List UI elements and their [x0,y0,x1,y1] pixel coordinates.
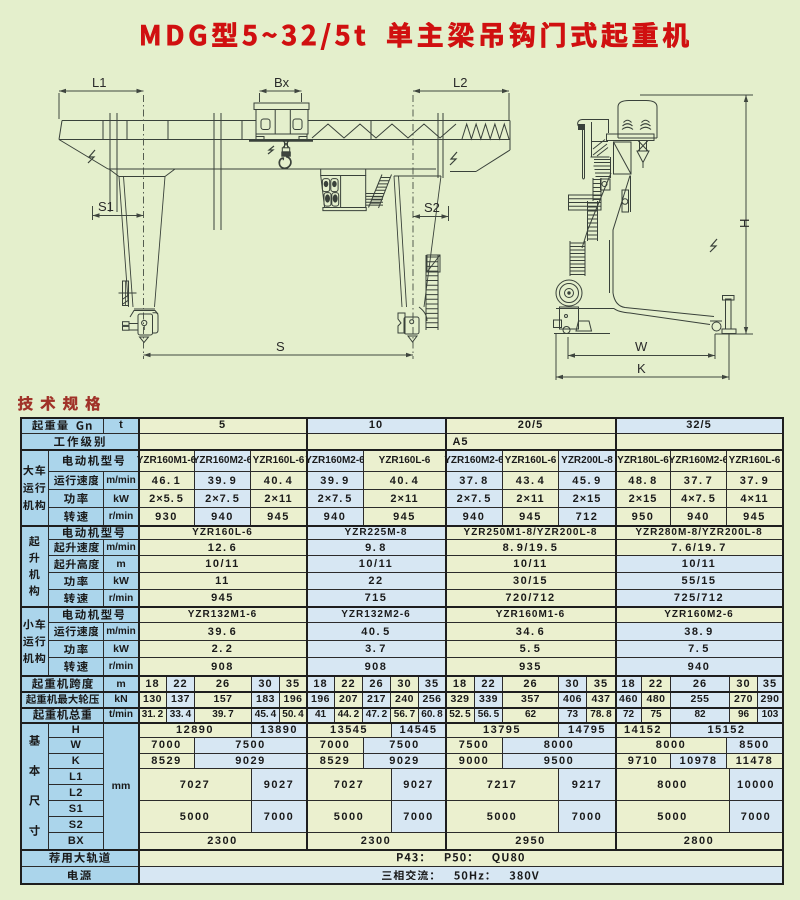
svg-text:L2: L2 [453,75,467,90]
svg-text:S2: S2 [424,200,440,215]
svg-text:K: K [637,361,646,376]
svg-text:H: H [737,219,752,228]
svg-text:W: W [635,339,648,354]
svg-text:S: S [276,339,285,354]
svg-text:S1: S1 [98,199,114,214]
svg-text:Bx: Bx [274,75,290,90]
svg-text:L1: L1 [92,75,106,90]
